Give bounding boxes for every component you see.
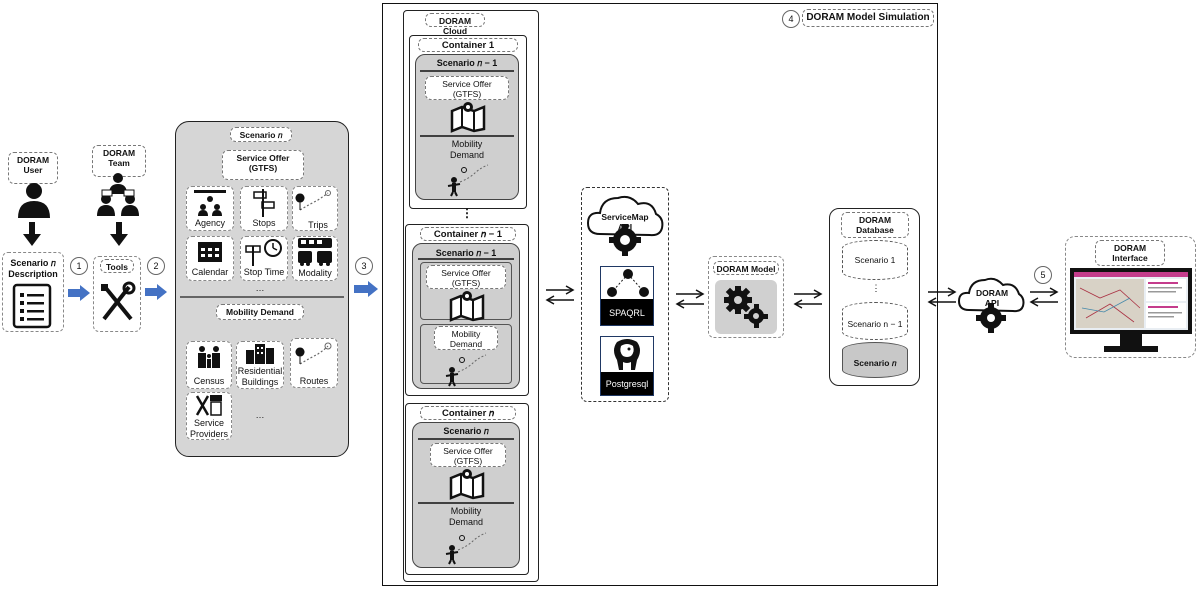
container-n-mobility: Mobility Demand (448, 506, 484, 527)
api-label: DORAM API (975, 288, 1009, 308)
user-icon (18, 183, 50, 218)
routes-icon (295, 342, 332, 365)
trips-icon (295, 190, 331, 211)
modality-icon (298, 238, 332, 266)
item-calendar-label: Calendar (191, 267, 229, 277)
servicemap-label: ServiceMap API (601, 212, 649, 232)
item-stop-time-label: Stop Time (243, 267, 285, 277)
db-scenario-n: Scenario 𝑛 (842, 342, 908, 378)
blue-arrow-2 (145, 284, 167, 300)
item-trips-label: Trips (308, 220, 328, 230)
gears-icon (724, 286, 768, 328)
document-icon (12, 283, 52, 329)
container-1-service-offer: Service Offer (GTFS) (425, 76, 509, 100)
simulation-frame (382, 3, 938, 586)
blue-arrow-1 (68, 285, 90, 301)
map-icon (449, 291, 485, 322)
container-n-service-offer: Service Offer (GTFS) (430, 443, 506, 467)
item-modality-label: Modality (298, 268, 332, 278)
buildings-icon (246, 344, 274, 364)
container-n-1-scenario-label: Scenario 𝑛 − 1 (435, 248, 497, 258)
postgres-band (601, 372, 653, 395)
tools-label: Tools (100, 259, 134, 273)
mobility-demand-label: Mobility Demand (216, 304, 304, 320)
panel-divider (180, 296, 344, 298)
container-n-1-mobility: Mobility Demand (434, 326, 498, 350)
item-census-label: Census (193, 376, 225, 386)
team-icon (97, 173, 139, 216)
providers-icon (195, 395, 222, 416)
stop-time-icon (245, 239, 282, 266)
sparql-icon (607, 269, 649, 297)
item-residential-label: Residential Buildings (237, 366, 283, 387)
cloud-dots: ⋮ (461, 206, 473, 220)
bidir-arrow-cloud-servicemap (545, 285, 575, 305)
model-label: DORAM Model (713, 261, 779, 275)
container-1-scenario-label: Scenario 𝑛 − 1 (436, 58, 498, 68)
step-1: 1 (70, 257, 88, 275)
db-scenario-1: Scenario 1 (842, 240, 908, 280)
step-2: 2 (147, 257, 165, 275)
item-service-providers-label: Service Providers (189, 418, 228, 439)
container-n-title: Container 𝑛 (420, 406, 516, 420)
map-icon (449, 469, 485, 500)
container-1-mobility: Mobility Demand (449, 139, 485, 160)
person-route-icon (445, 354, 487, 387)
tools-icon (101, 281, 136, 321)
bidir-arrow-servicemap-model (675, 289, 705, 309)
cloud-gear-icon (586, 195, 664, 256)
bidir-arrow-api-interface (1029, 287, 1059, 307)
stops-icon (253, 189, 275, 217)
step-3: 3 (355, 257, 373, 275)
arrow-down-user (23, 222, 41, 246)
container-n-scenario-label: Scenario 𝑛 (443, 426, 489, 436)
person-route-icon (447, 164, 489, 197)
arrow-down-team (110, 222, 128, 246)
team-label: DORAM Team (92, 145, 146, 177)
step-4: 4 (782, 10, 800, 28)
postgres-label: Postgresql (605, 379, 649, 389)
blue-arrow-3 (354, 281, 378, 297)
user-label: DORAM User (8, 152, 58, 184)
sparql-band (601, 299, 653, 325)
item-stops-label: Stops (252, 218, 276, 228)
bidir-arrow-model-db (793, 289, 823, 309)
bidir-arrow-db-api (927, 287, 957, 307)
census-icon (198, 346, 220, 368)
person-route-icon (445, 532, 487, 565)
postgres-elephant-icon (614, 339, 640, 370)
service-offer-label: Service Offer (GTFS) (222, 150, 304, 180)
container-n-divider (418, 502, 514, 504)
map-icon (450, 102, 486, 133)
item-routes-label: Routes (299, 376, 329, 386)
monitor-icon (1070, 268, 1192, 352)
simulation-title: DORAM Model Simulation (802, 9, 934, 27)
description-label: Scenario 𝑛 Description (8, 258, 58, 279)
db-dots: ⋮ (871, 283, 881, 293)
container-1-title: Container 1 (418, 38, 518, 52)
container-n-line (418, 438, 514, 440)
container-1-divider (420, 135, 514, 137)
interface-label: DORAM Interface (1095, 240, 1165, 266)
api-cloud-gear-icon (957, 277, 1025, 333)
container-1-line (420, 70, 514, 72)
scenario-panel-title: Scenario 𝑛 (230, 127, 292, 142)
item-agency-label: Agency (194, 218, 226, 228)
item-routes (290, 338, 338, 388)
database-label: DORAM Database (841, 212, 909, 238)
item-agency (186, 186, 234, 231)
db-scenario-n-1: Scenario n − 1 (842, 302, 908, 340)
calendar-icon (198, 242, 222, 262)
agency-icon (194, 190, 226, 216)
container-n-1-line (418, 258, 514, 260)
gtfs-ellipsis: … (255, 283, 265, 293)
container-n-1-service-offer: Service Offer (GTFS) (426, 265, 506, 289)
step-5: 5 (1034, 266, 1052, 284)
demand-ellipsis: … (255, 410, 265, 420)
cloud-title: DORAM Cloud (425, 13, 485, 36)
sparql-label: SPAQRL (609, 308, 645, 318)
container-n-1-title: Container 𝑛 − 1 (420, 227, 516, 241)
item-service-providers (186, 392, 232, 440)
